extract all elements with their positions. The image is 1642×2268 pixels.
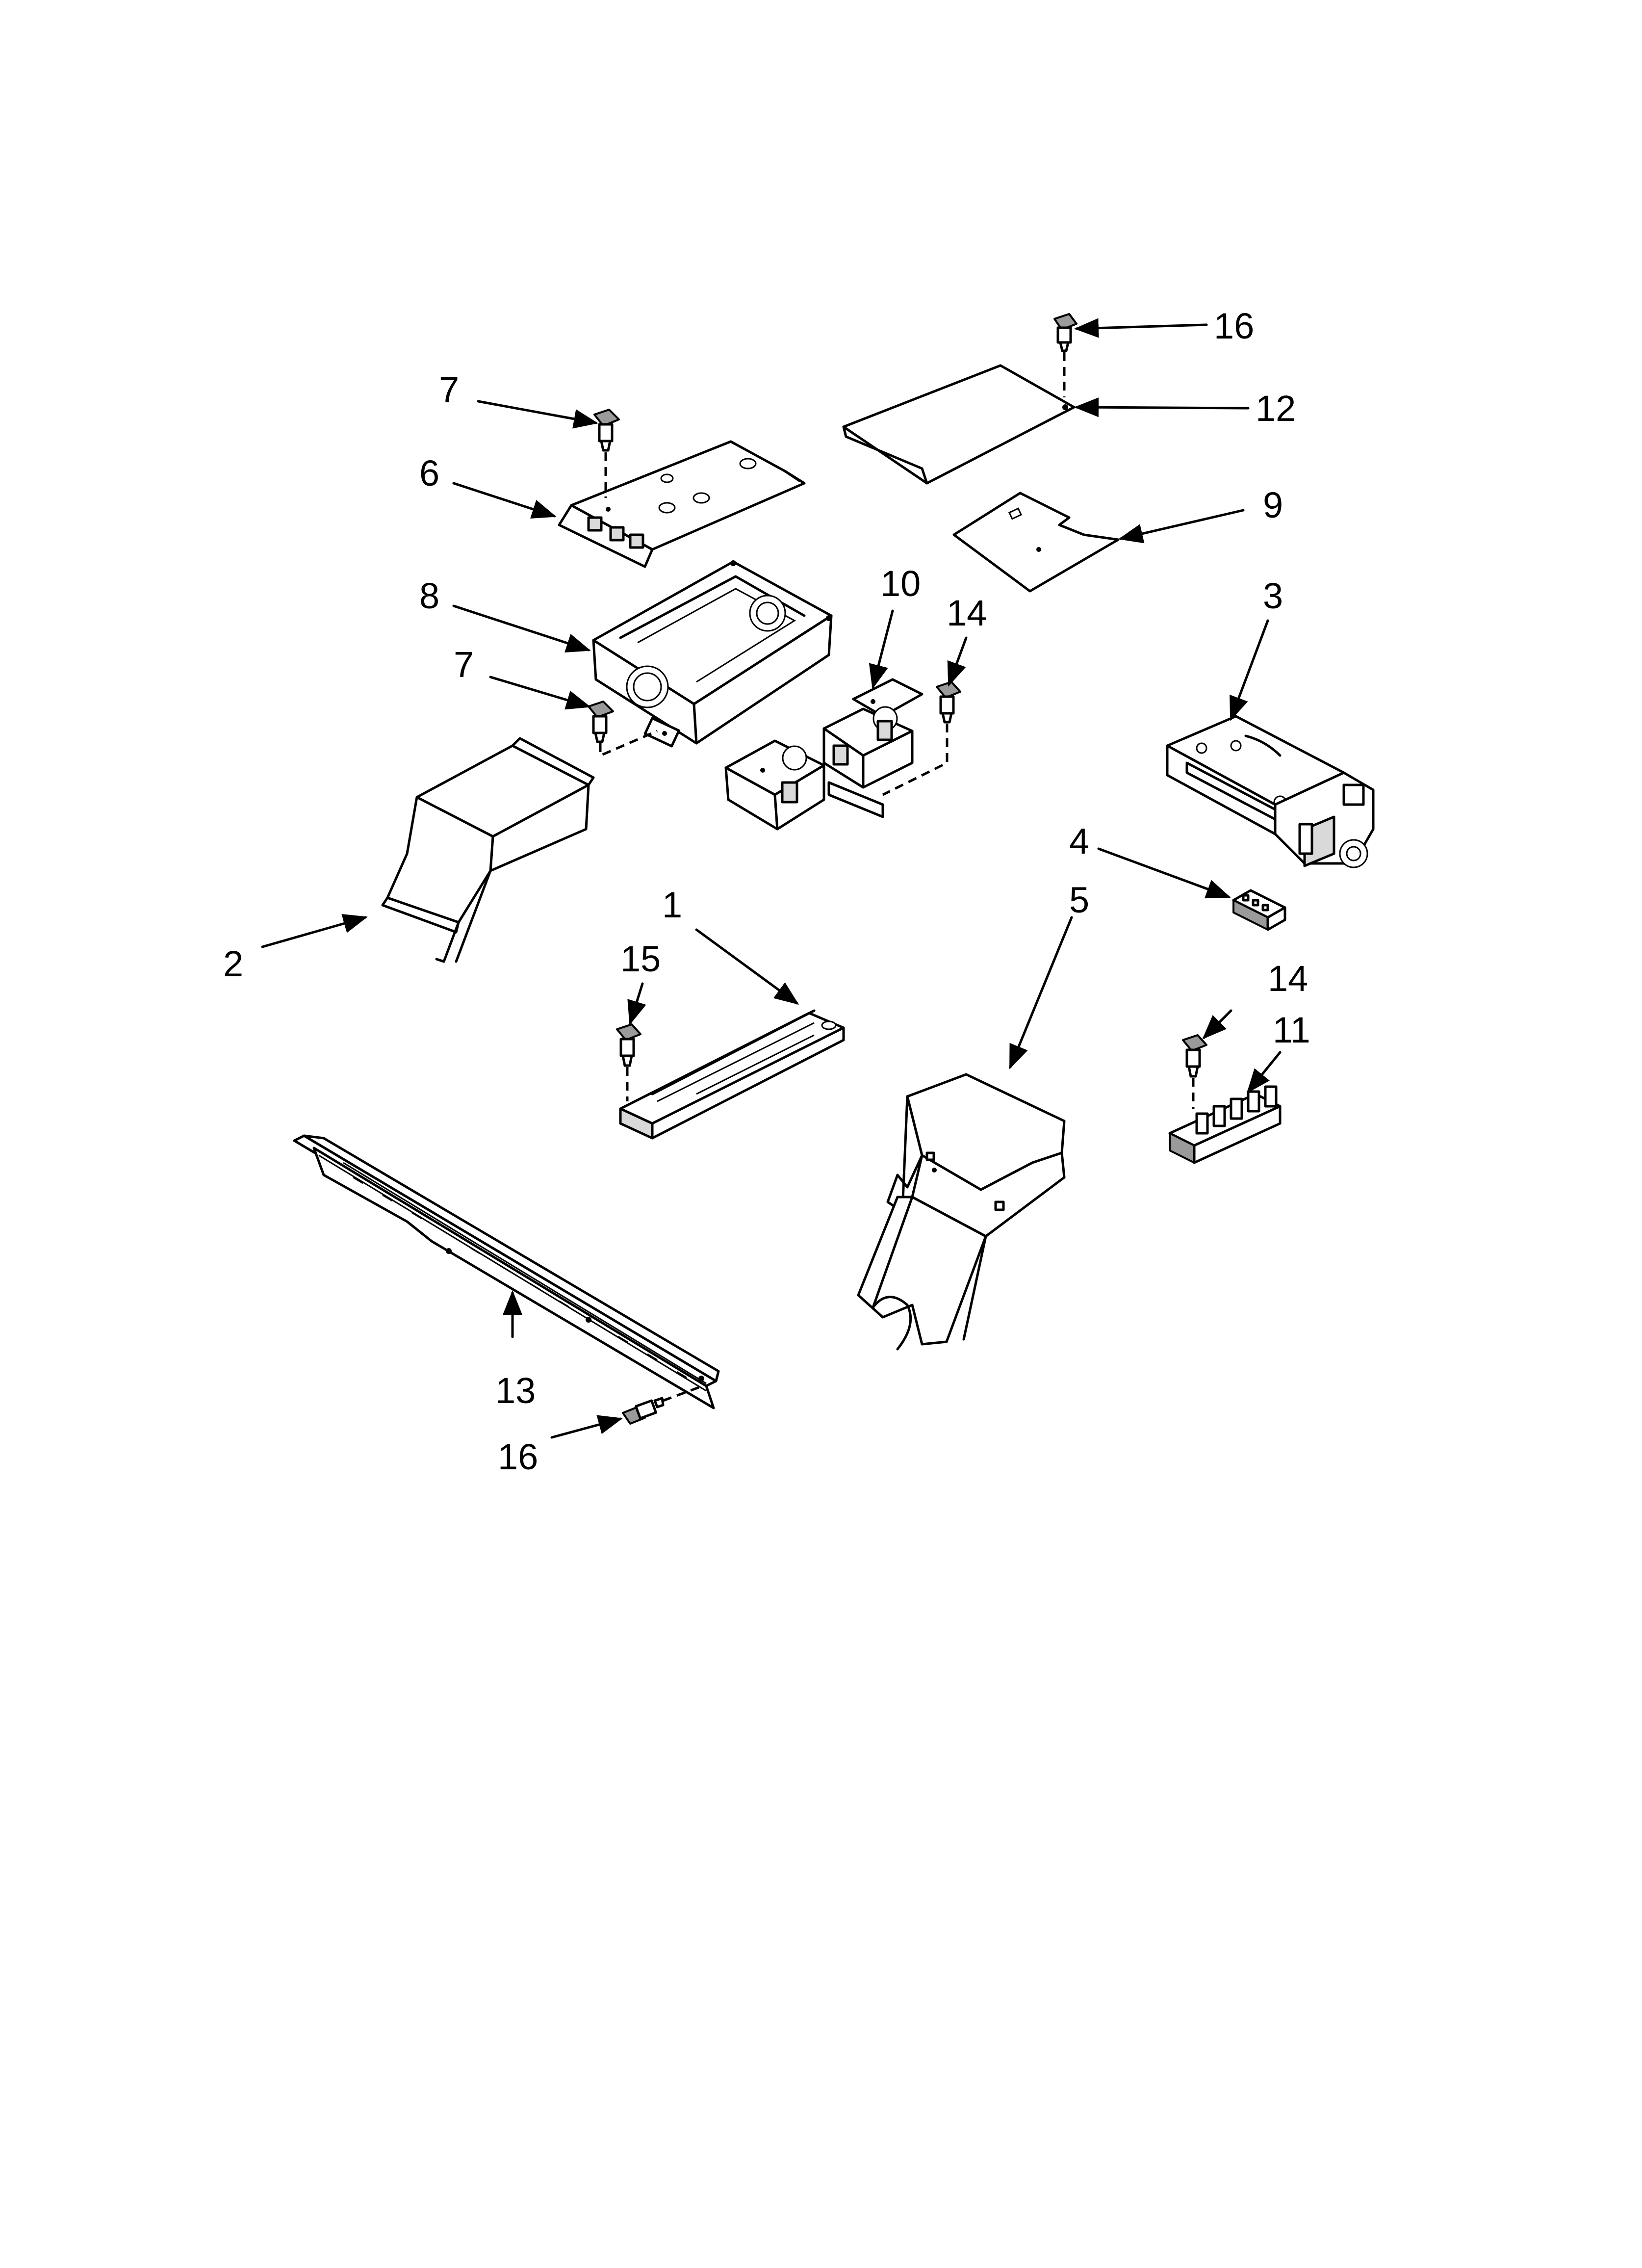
part-9-sheet bbox=[952, 492, 1120, 593]
part-4-connector bbox=[1232, 889, 1286, 931]
callout-14-center: 14 bbox=[947, 593, 987, 633]
callout-2: 2 bbox=[223, 943, 243, 984]
callout-11: 11 bbox=[1273, 1010, 1310, 1050]
callout-labels: 16 12 9 7 6 8 7 10 14 3 4 2 1 5 15 14 11… bbox=[223, 306, 1310, 1477]
callout-7-top: 7 bbox=[439, 369, 459, 410]
callout-4: 4 bbox=[1069, 821, 1089, 861]
part-16-screw-top bbox=[1053, 313, 1078, 397]
callout-8: 8 bbox=[419, 575, 439, 616]
part-7-screw-top bbox=[593, 409, 620, 498]
callout-3: 3 bbox=[1263, 575, 1283, 616]
part-14-screw-right bbox=[1182, 1034, 1207, 1109]
callout-1: 1 bbox=[662, 885, 682, 925]
callout-5: 5 bbox=[1069, 880, 1089, 920]
part-1-rail bbox=[619, 1009, 845, 1140]
part-5-lower-duct bbox=[857, 1073, 1066, 1351]
callout-16-bottom: 16 bbox=[498, 1436, 538, 1477]
part-16-screw-bottom bbox=[622, 1386, 699, 1425]
part-13-slot-row bbox=[353, 1176, 687, 1379]
part-6-bracket bbox=[558, 440, 806, 568]
part-3-control-module bbox=[1166, 715, 1375, 868]
callout-7-lower: 7 bbox=[454, 644, 474, 685]
part-11-terminal-strip bbox=[1168, 1085, 1282, 1164]
callout-16-top: 16 bbox=[1214, 306, 1254, 346]
callout-9: 9 bbox=[1263, 485, 1283, 525]
leader-arrows bbox=[261, 318, 1282, 1439]
callout-13: 13 bbox=[495, 1370, 536, 1411]
callout-12: 12 bbox=[1256, 388, 1296, 429]
callout-6: 6 bbox=[419, 453, 439, 494]
part-12-cover-plate bbox=[842, 364, 1076, 485]
part-8-junction-box bbox=[592, 560, 833, 748]
part-10-terminal-block bbox=[724, 678, 924, 831]
part-7-screw-lower bbox=[588, 701, 658, 757]
callout-10: 10 bbox=[880, 563, 921, 604]
callout-15: 15 bbox=[620, 938, 661, 979]
part-13-long-bracket bbox=[293, 1134, 720, 1409]
part-2-duct bbox=[381, 737, 595, 963]
callout-14-right: 14 bbox=[1268, 958, 1308, 999]
part-15-screw bbox=[616, 1023, 641, 1101]
